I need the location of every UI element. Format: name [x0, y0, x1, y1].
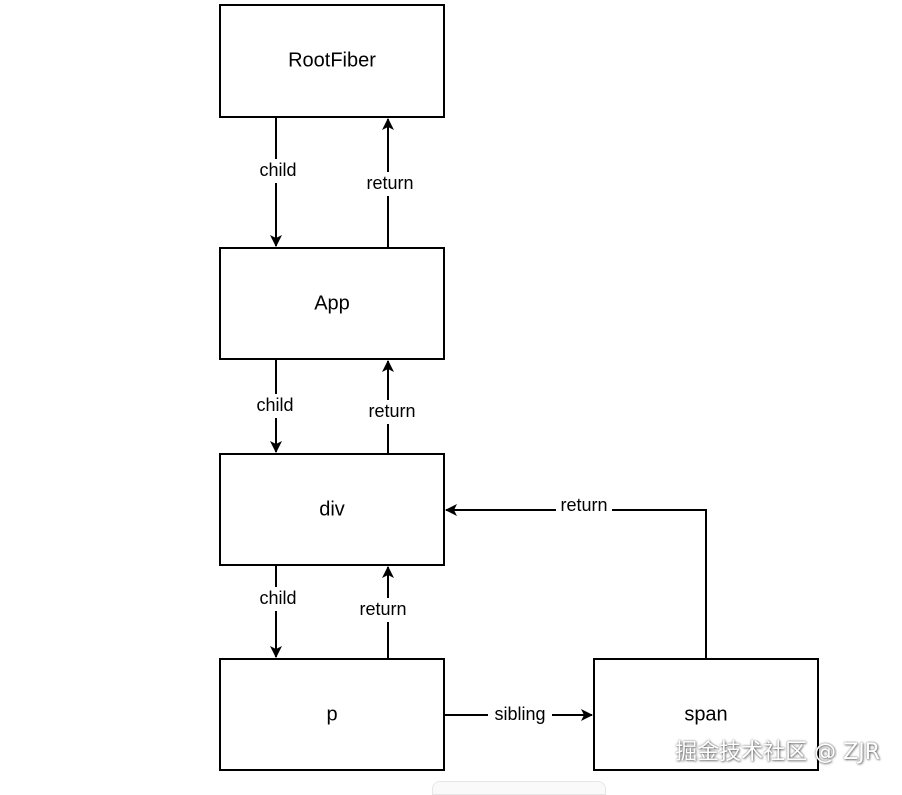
- node-div-label: div: [319, 498, 345, 520]
- edge-label-child: child: [259, 588, 296, 608]
- edge-span-to-div-return: return: [445, 494, 707, 659]
- bottom-tab-decoration: [432, 781, 606, 795]
- node-p-label: p: [326, 703, 337, 725]
- edge-p-to-div-return: return: [355, 566, 411, 659]
- node-div: div: [219, 453, 445, 566]
- node-rootfiber-label: RootFiber: [288, 49, 376, 71]
- node-rootfiber: RootFiber: [219, 4, 445, 118]
- edge-div-to-app-return: return: [364, 360, 420, 454]
- edge-rootfiber-to-app-child: child: [255, 117, 299, 247]
- watermark: 掘金技术社区 @ ZJR: [675, 740, 880, 765]
- node-p: p: [219, 658, 445, 771]
- node-span-label: span: [684, 703, 727, 725]
- edge-label-return: return: [366, 173, 413, 193]
- edge-label-return: return: [560, 495, 607, 515]
- edge-p-to-span-sibling: sibling: [444, 703, 593, 727]
- edge-app-to-div-child: child: [253, 359, 297, 453]
- edge-label-return: return: [359, 599, 406, 619]
- node-app-label: App: [314, 292, 350, 314]
- edge-app-to-rootfiber-return: return: [362, 118, 418, 248]
- edge-label-sibling: sibling: [494, 704, 545, 724]
- node-app: App: [219, 247, 445, 360]
- node-span: span: [593, 658, 819, 771]
- edge-label-child: child: [256, 395, 293, 415]
- edge-label-return: return: [368, 401, 415, 421]
- edge-label-child: child: [259, 160, 296, 180]
- edge-div-to-p-child: child: [256, 565, 300, 658]
